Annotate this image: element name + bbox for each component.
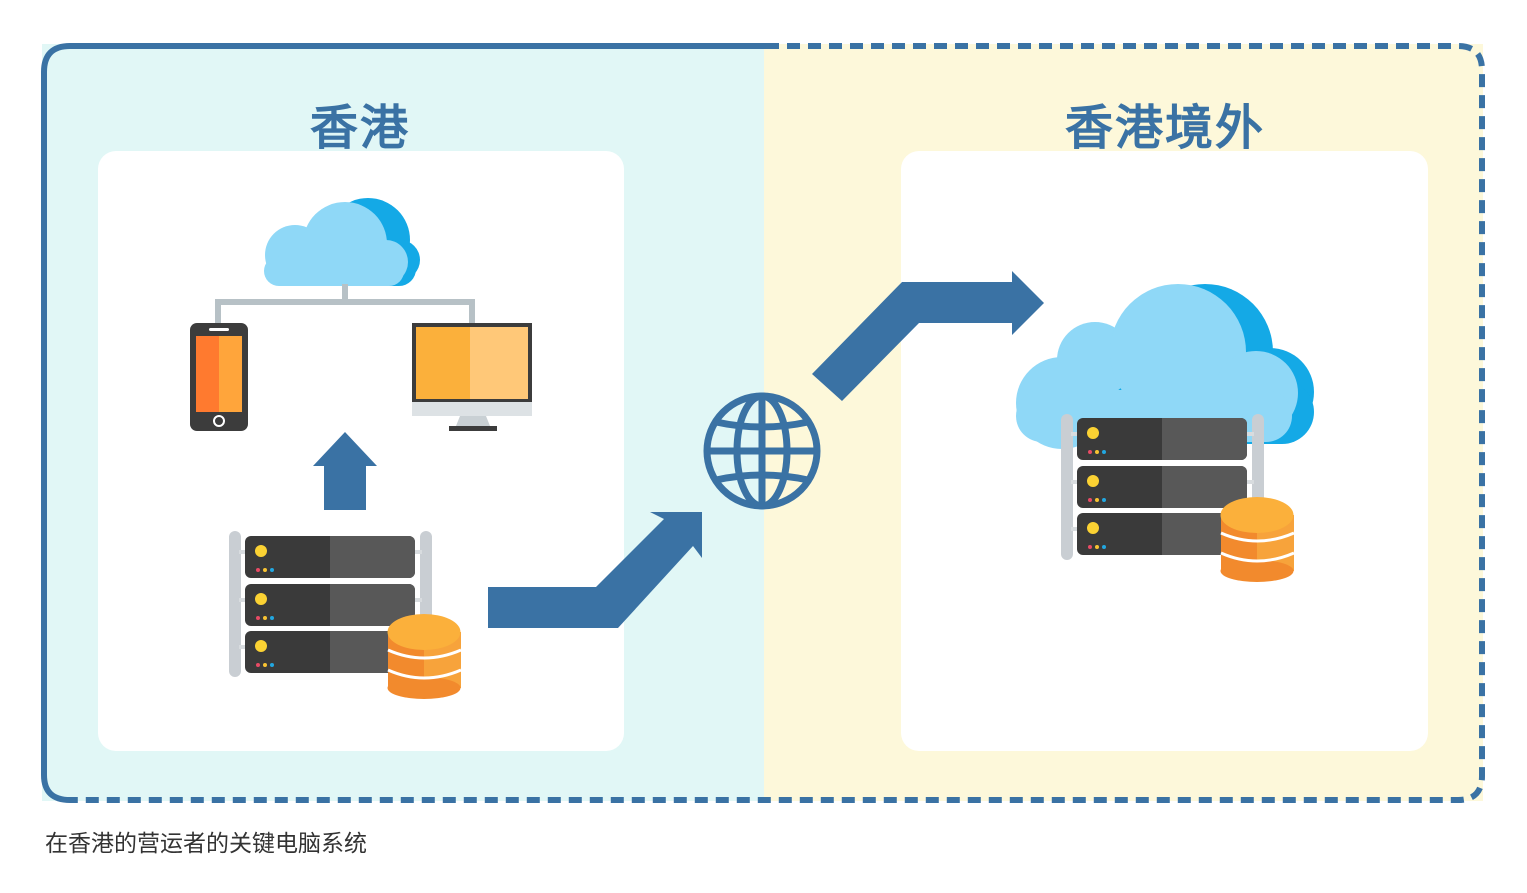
network-connector-lines [215, 284, 475, 326]
diagram-caption: 在香港的营运者的关键电脑系统 [45, 831, 367, 857]
globe-icon [703, 392, 821, 510]
hong-kong-title: 香港 [309, 100, 410, 156]
outside-dashed-border [70, 43, 1485, 803]
outside-hong-kong-title: 香港境外 [1064, 100, 1265, 156]
monitor-icon [412, 323, 532, 431]
arrow-up-icon [313, 432, 377, 510]
arrow-icon [812, 271, 1044, 401]
database-icon [387, 614, 462, 699]
smartphone-icon [190, 323, 248, 431]
server-rack-icon [229, 531, 432, 677]
cloud-icon [264, 198, 420, 286]
database-icon [1220, 497, 1295, 582]
arrow-icon [488, 512, 702, 628]
hong-kong-solid-border [41, 43, 766, 803]
